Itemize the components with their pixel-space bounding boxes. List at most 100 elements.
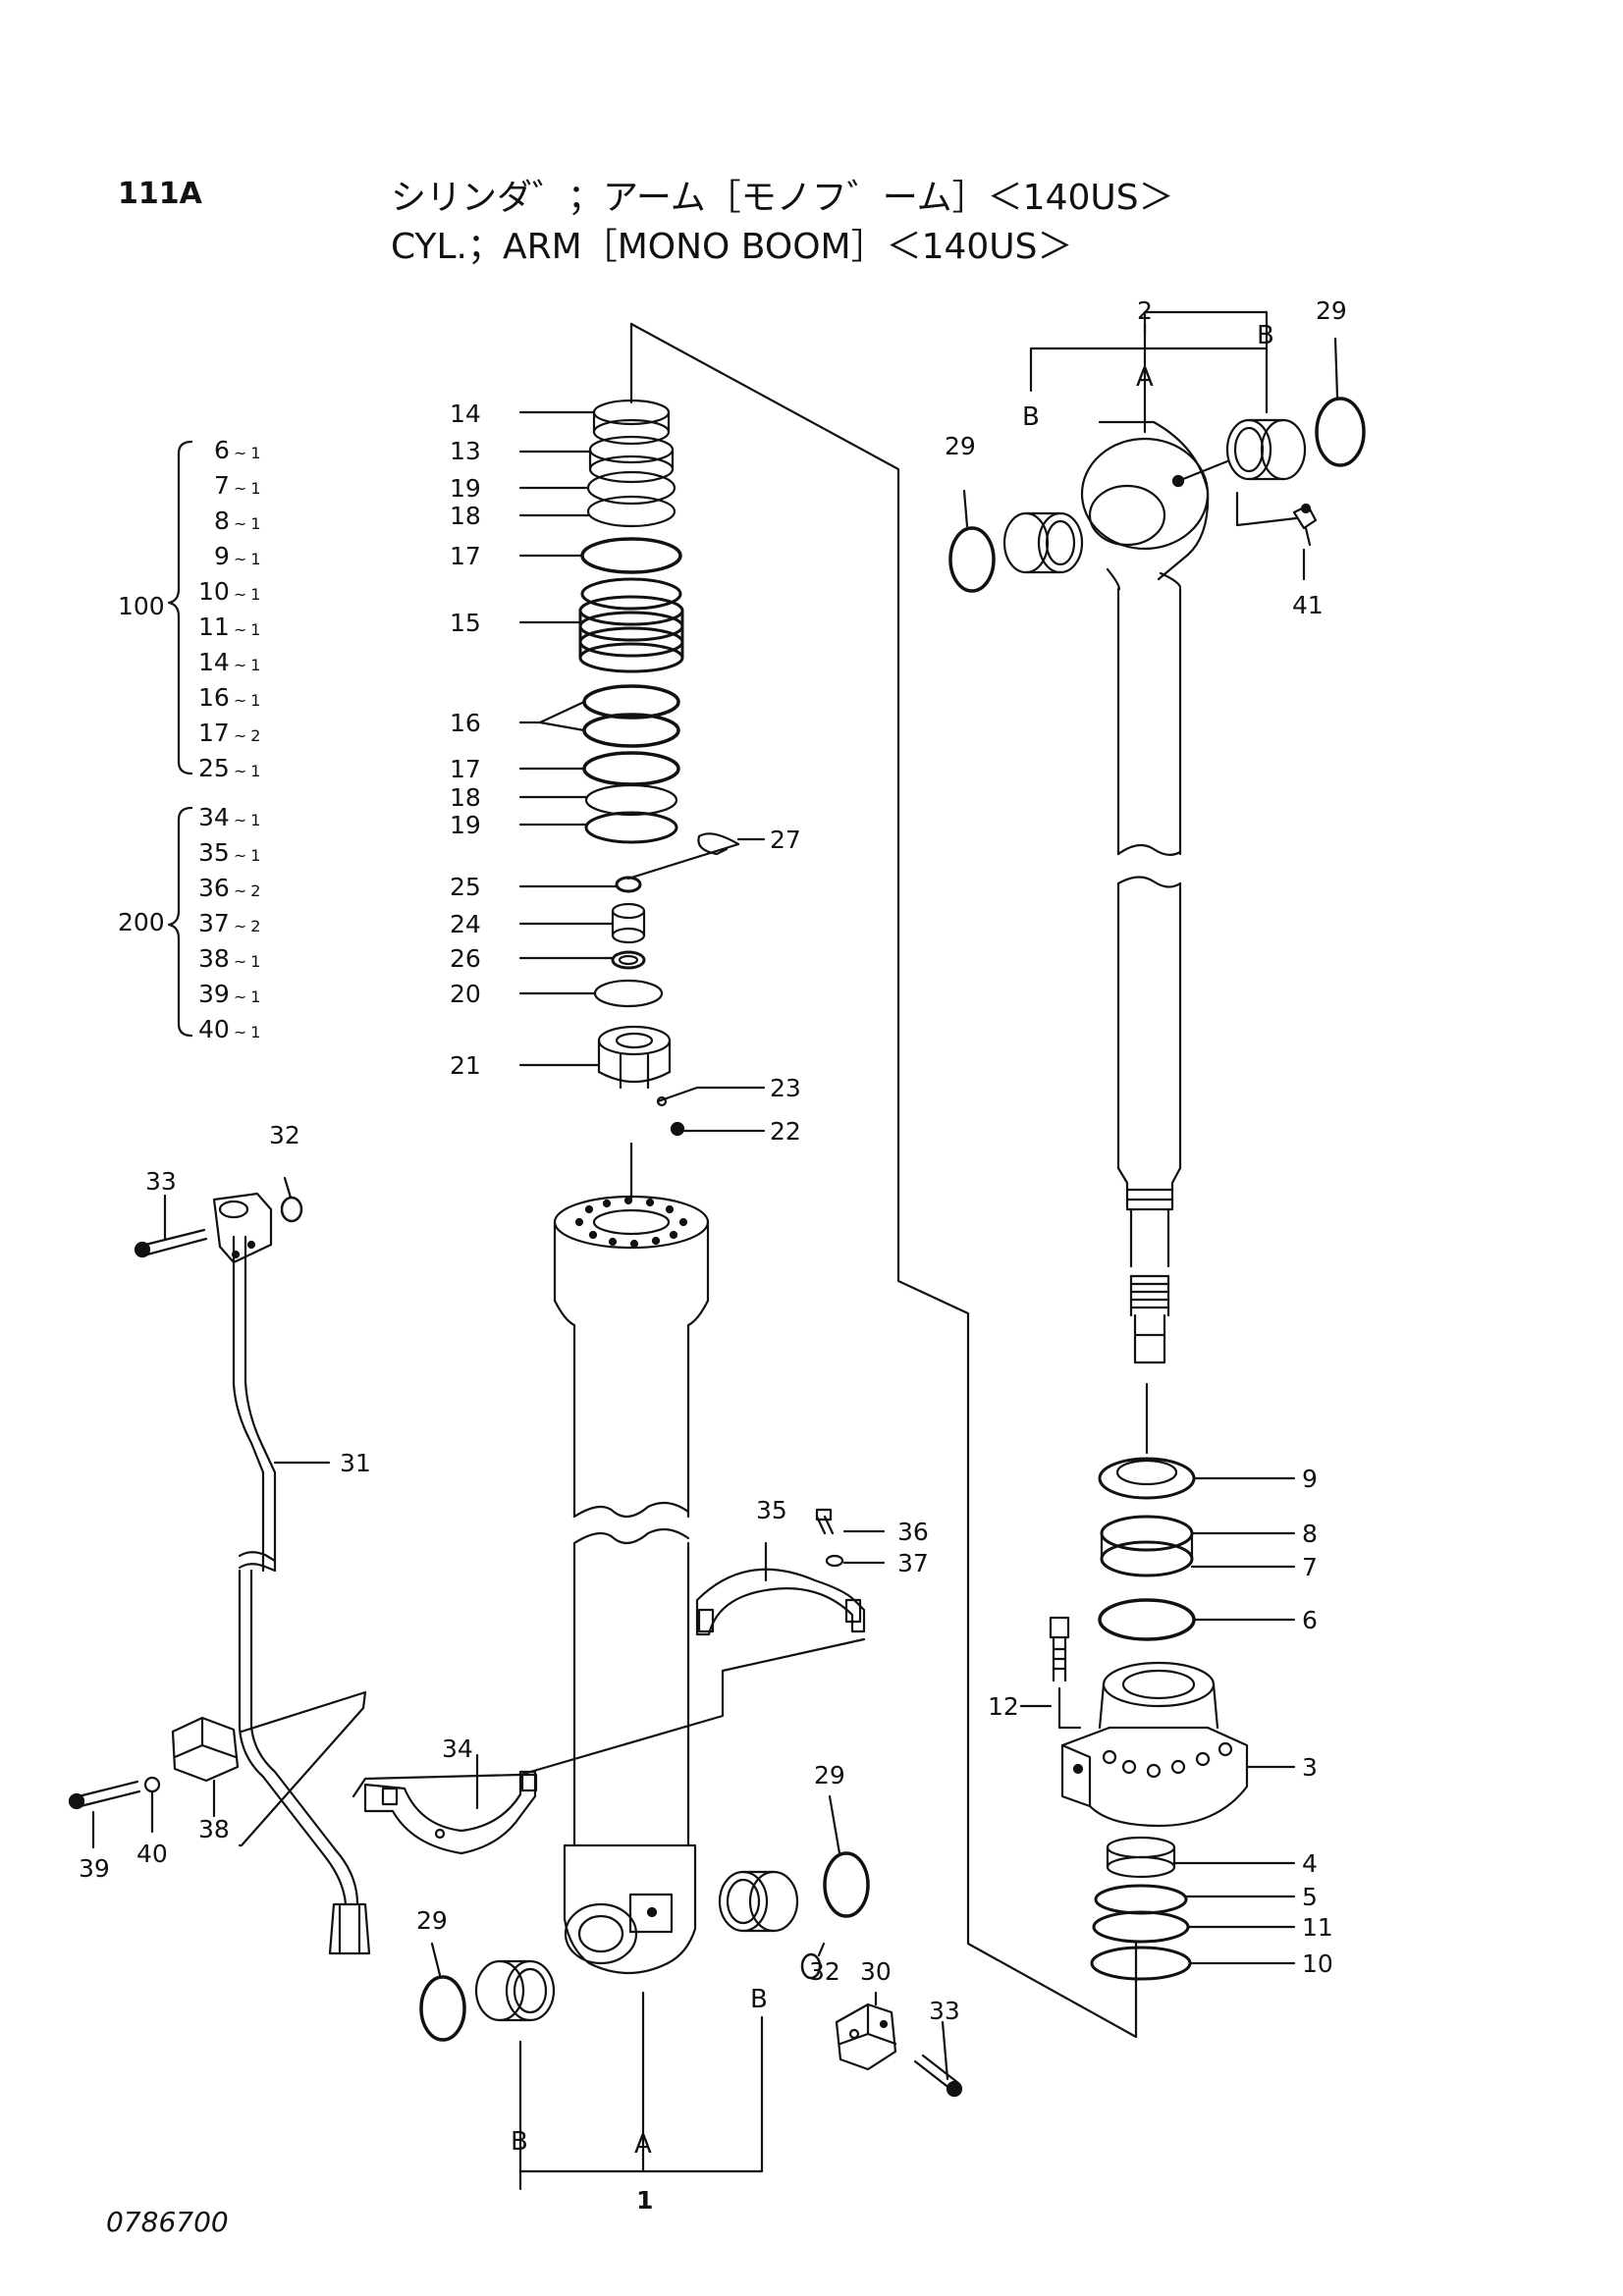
callout: 15 [450,609,481,637]
ring-8-7-band [1100,1531,1194,1561]
bushing-bottom-right [718,1870,799,1933]
kit-item-qty: 1 [250,656,261,674]
bushing-bottom-left [474,1959,556,2022]
kit-item-part: 16 [198,683,230,712]
callout: 19 [450,474,481,503]
bushing-24 [611,902,646,944]
kit-item-qty: 1 [250,762,261,780]
seal-9 [1098,1457,1196,1500]
kit-item-part: 37 [198,909,230,937]
leader-line [352,1637,866,1798]
seal-9-inner [1115,1459,1178,1486]
letter-b: B [1022,402,1040,432]
kit-item-part: 36 [198,874,230,902]
block-38 [171,1716,240,1783]
kit-item-part: 8 [214,507,230,535]
callout: 14 [450,400,481,428]
bolt-33-bottom [913,2054,963,2098]
leader-line [1176,459,1229,483]
washer-40 [143,1776,161,1793]
kit-item: 17~2 [198,719,261,747]
letter-b: B [750,1985,768,2014]
callout: 9 [1302,1465,1318,1493]
kit-item-qty: 1 [250,846,261,865]
kit-item: 35~1 [198,838,261,867]
callout: 21 [450,1051,481,1080]
ring-18b [584,783,678,817]
callout: 24 [450,910,481,938]
ring-16-upper [582,684,680,720]
callout: 33 [145,1167,177,1196]
leader-line [283,1176,293,1200]
kit-item: 9~1 [214,542,261,570]
kit-item-qty: 1 [250,691,261,710]
oring-17a [580,537,682,574]
kit-item-part: 38 [198,944,230,973]
kit-item-qty: 1 [250,811,261,829]
kit-item: 38~1 [198,944,261,973]
kit-item-part: 6 [214,436,230,464]
callout: 33 [929,1997,960,2025]
piston-15 [578,577,684,673]
callout: 17 [450,542,481,570]
kit-200-brace [167,806,193,1038]
seal-ring-13 [588,435,675,484]
kit-item-part: 7 [214,471,230,500]
letter-b: B [511,2127,528,2157]
leader-line [1235,491,1298,527]
pipe-flange-head [212,1192,273,1264]
kit-item-qty: 1 [250,550,261,568]
leader-line [656,1086,766,1103]
bushing-4 [1106,1836,1176,1879]
kit-item-part: 40 [198,1015,230,1043]
leader-line [941,2020,949,2081]
ring-7 [1100,1540,1194,1577]
drawing-number: 0786700 [106,2206,229,2238]
pipe-31 [232,1235,359,1906]
callout: 26 [450,944,481,973]
kit-item-qty: 1 [250,585,261,604]
kit-item: 11~1 [198,613,261,641]
ring-20 [593,979,664,1008]
callout: 18 [450,502,481,530]
callout: 25 [450,873,481,901]
callout: 12 [988,1692,1019,1721]
washer-37 [825,1554,844,1568]
kit-item: 34~1 [198,803,261,831]
kit-item-qty: 2 [250,726,261,745]
cylinder-tube-upper [572,1343,690,1519]
letter-a: A [634,2130,652,2160]
callout: 29 [814,1761,845,1789]
bushing-top-left [1002,511,1084,574]
callout: 36 [897,1518,929,1546]
backup-ring-19a [586,470,676,506]
ball-23 [656,1095,668,1107]
kit-item: 25~1 [198,754,261,782]
callout: 6 [1302,1606,1318,1634]
callout: 40 [136,1840,168,1868]
kit-item: 36~2 [198,874,261,902]
callout: 39 [79,1854,110,1883]
bolt-12 [1049,1616,1070,1682]
ring-18a [586,495,676,528]
kit-item-qty: 1 [250,952,261,971]
clamp-block-30 [835,2002,897,2071]
callout: 18 [450,783,481,812]
kit-item-part: 10 [198,577,230,606]
leader-line [828,1794,841,1855]
callout: 11 [1302,1913,1333,1942]
callout: 7 [1302,1553,1318,1581]
dust-seal-29-bottom-left [419,1975,466,2042]
callout: 29 [1316,296,1347,325]
kit-item-part: 17 [198,719,230,747]
ring-11 [1092,1910,1190,1944]
kit-item-part: 25 [198,754,230,782]
kit-item: 37~2 [198,909,261,937]
nut-21 [597,1025,672,1090]
dust-seal-29-top-left [948,526,996,593]
leader-line [817,1942,826,1957]
callout: 19 [450,811,481,839]
kit-item-qty: 1 [250,988,261,1006]
